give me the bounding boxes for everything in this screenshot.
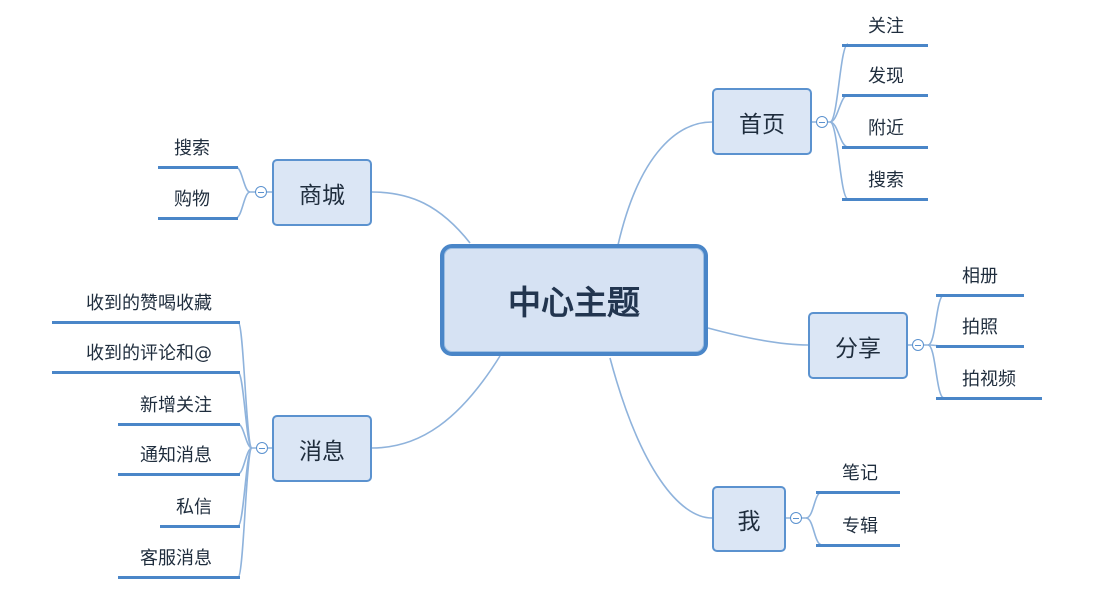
- leaf-share-video[interactable]: 拍视频: [936, 371, 1042, 400]
- link-center-share: [707, 327, 809, 346]
- leaf-share-album[interactable]: 相册: [936, 268, 1024, 297]
- branch-share-label: 分享: [835, 335, 881, 362]
- collapse-messages-icon[interactable]: [256, 442, 268, 454]
- leaf-home-search[interactable]: 搜索: [842, 172, 928, 201]
- branch-share[interactable]: 分享: [808, 312, 908, 379]
- leaf-me-notes[interactable]: 笔记: [816, 465, 900, 494]
- leaf-home-discover[interactable]: 发现: [842, 68, 928, 97]
- leaf-messages-private[interactable]: 私信: [160, 499, 240, 528]
- collapse-mall-icon[interactable]: [255, 186, 267, 198]
- center-topic-label: 中心主题: [508, 283, 640, 322]
- link-center-mall: [371, 191, 471, 244]
- link-center-me: [609, 357, 713, 519]
- leaf-share-photo[interactable]: 拍照: [936, 319, 1024, 348]
- leaf-mall-shopping[interactable]: 购物: [158, 191, 238, 220]
- link-center-home: [617, 121, 713, 246]
- leaf-messages-support[interactable]: 客服消息: [118, 550, 240, 579]
- leaf-messages-notifications[interactable]: 通知消息: [118, 447, 240, 476]
- center-topic[interactable]: 中心主题: [440, 244, 708, 356]
- collapse-home-icon[interactable]: [816, 116, 828, 128]
- link-center-messages: [371, 355, 501, 449]
- branch-mall[interactable]: 商城: [272, 159, 372, 226]
- branch-home-label: 首页: [739, 111, 785, 138]
- leaf-messages-likes[interactable]: 收到的赞喝收藏: [52, 295, 240, 324]
- branch-me-label: 我: [737, 509, 761, 535]
- leaf-messages-comments[interactable]: 收到的评论和@: [52, 345, 240, 374]
- collapse-share-icon[interactable]: [912, 339, 924, 351]
- leaf-messages-new-follow[interactable]: 新增关注: [118, 397, 240, 426]
- branch-mall-label: 商城: [299, 182, 345, 209]
- branch-home[interactable]: 首页: [712, 88, 812, 155]
- leaf-mall-search[interactable]: 搜索: [158, 140, 238, 169]
- leaf-home-nearby[interactable]: 附近: [842, 120, 928, 149]
- leaf-home-follow[interactable]: 关注: [842, 18, 928, 47]
- leaf-me-albums[interactable]: 专辑: [816, 518, 900, 547]
- branch-messages[interactable]: 消息: [272, 415, 372, 482]
- branch-messages-label: 消息: [299, 438, 345, 465]
- collapse-me-icon[interactable]: [790, 512, 802, 524]
- branch-me[interactable]: 我: [712, 486, 786, 552]
